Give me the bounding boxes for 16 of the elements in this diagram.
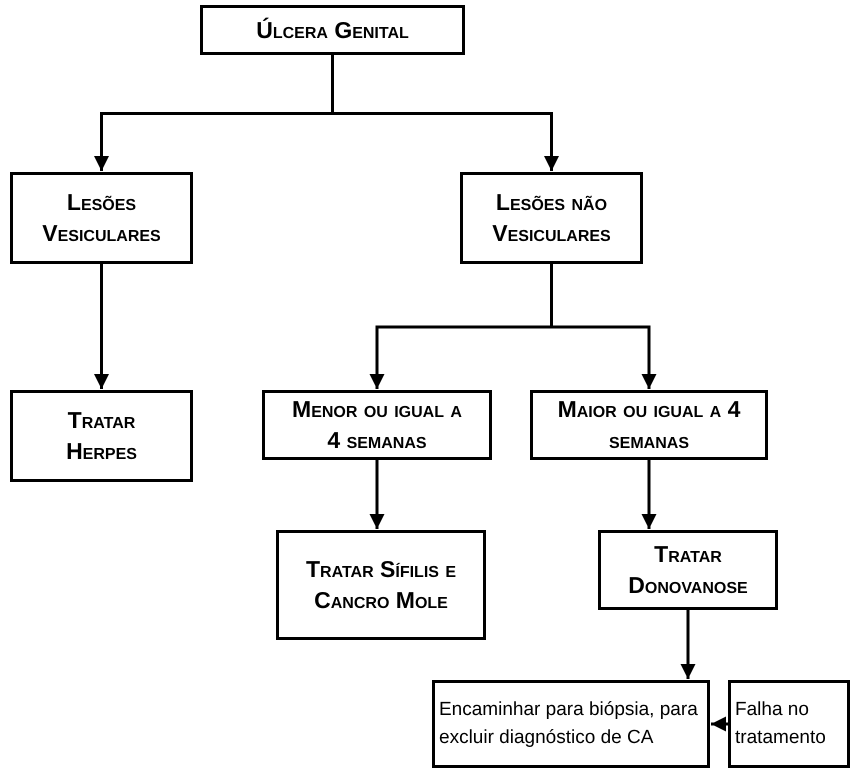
process-box: Tratar Herpes bbox=[10, 390, 193, 482]
process-box: Lesões Vesiculares bbox=[10, 172, 193, 264]
process-box: Menor ou igual a 4 semanas bbox=[262, 390, 492, 460]
process-box: Úlcera Genital bbox=[200, 5, 465, 55]
arrow bbox=[370, 460, 384, 529]
arrow bbox=[680, 610, 696, 679]
arrow bbox=[711, 716, 728, 732]
note-box: Falha no tratamento bbox=[728, 680, 850, 768]
process-box: Lesões não Vesiculares bbox=[460, 172, 643, 264]
arrow bbox=[550, 264, 656, 389]
process-box: Tratar Donovanose bbox=[598, 530, 778, 610]
note-box: Encaminhar para biópsia, para excluir diagnóstico de CA bbox=[432, 680, 710, 768]
process-box: Tratar Sífilis e Cancro Mole bbox=[276, 530, 486, 640]
arrow bbox=[94, 264, 109, 389]
arrow bbox=[642, 460, 656, 529]
process-box: Maior ou igual a 4 semanas bbox=[530, 390, 768, 460]
